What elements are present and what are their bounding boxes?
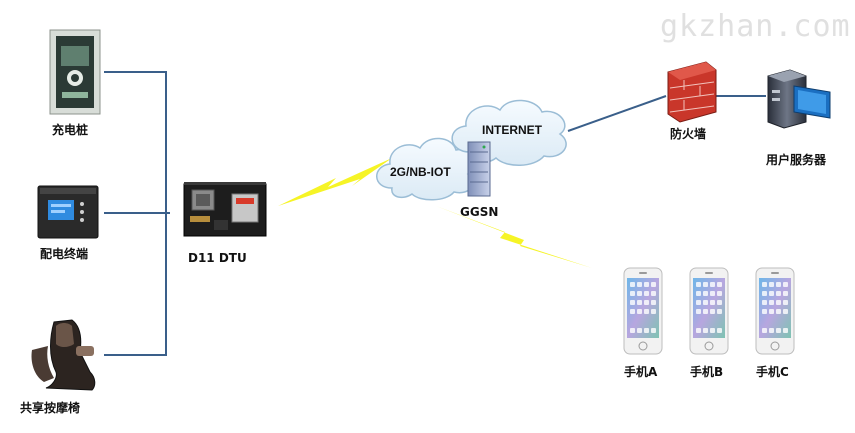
- charging-pile-node: 充电桩: [49, 29, 101, 137]
- charging-pile-label: 充电桩: [52, 122, 88, 137]
- phone-c-label: 手机C: [756, 364, 789, 379]
- device-bus: [104, 71, 170, 356]
- watermark-text: gkzhan.com: [660, 9, 851, 44]
- distribution-terminal-icon: [37, 185, 99, 239]
- server-label: 用户服务器: [765, 152, 827, 167]
- ggsn-gateway: GGSN: [460, 141, 498, 219]
- phone-c-node: 手机C: [755, 267, 795, 379]
- ggsn-label: GGSN: [460, 205, 498, 219]
- phone-b-node: 手机B: [689, 267, 729, 379]
- smartphone-icon: [755, 267, 795, 355]
- server-tower-icon: [767, 69, 831, 129]
- server-rack-icon: [467, 141, 491, 197]
- phone-a-label: 手机A: [624, 364, 658, 379]
- dtu-node: D11 DTU: [183, 182, 267, 265]
- charging-pile-icon: [49, 29, 101, 115]
- lightning-dtu-to-cloud: [278, 158, 392, 206]
- lightning-cloud-to-phones: [436, 206, 592, 268]
- smartphone-icon: [623, 267, 663, 355]
- distribution-terminal-label: 配电终端: [40, 246, 88, 261]
- firewall-label: 防火墙: [670, 126, 706, 141]
- massage-chair-node: 共享按摩椅: [20, 319, 96, 415]
- distribution-terminal-node: 配电终端: [37, 185, 99, 261]
- firewall-node: 防火墙: [667, 61, 717, 141]
- user-server-node: 用户服务器: [765, 69, 831, 167]
- phone-a-node: 手机A: [623, 267, 663, 379]
- dtu-label: D11 DTU: [188, 251, 247, 265]
- brick-wall-icon: [667, 61, 717, 123]
- cloud-mobile-label: 2G/NB-IOT: [390, 165, 451, 179]
- phone-b-label: 手机B: [690, 364, 723, 379]
- circuit-board-icon: [183, 182, 267, 237]
- massage-chair-icon: [31, 319, 96, 391]
- internet-link: [567, 95, 766, 132]
- massage-chair-label: 共享按摩椅: [20, 400, 80, 415]
- cloud-internet-label: INTERNET: [482, 123, 543, 137]
- smartphone-icon: [689, 267, 729, 355]
